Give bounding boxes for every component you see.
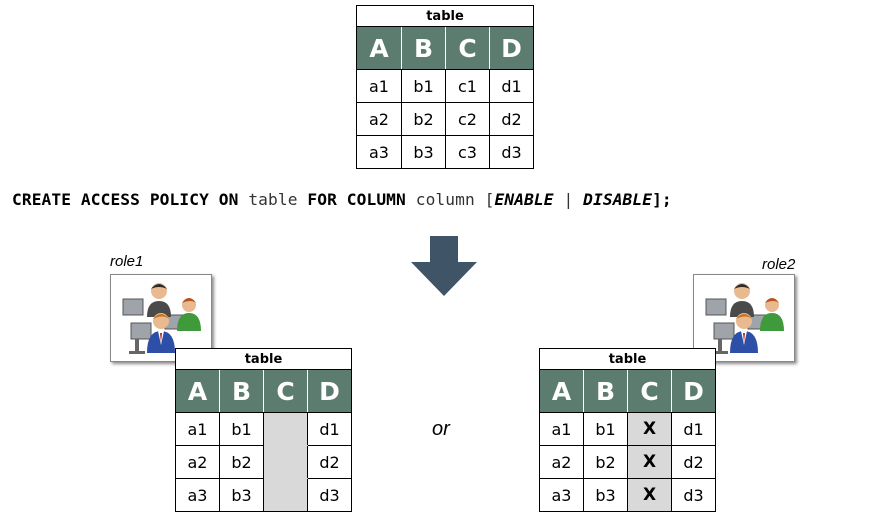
role2-avatar — [693, 274, 795, 362]
table-cell: b2 — [219, 445, 264, 479]
table-cell: d3 — [306, 478, 353, 512]
sql-option-enable: ENABLE — [494, 190, 554, 209]
table-row: a1 b1 c1 d1 — [356, 69, 535, 103]
sql-bracket-open: [ — [484, 190, 495, 209]
role1-avatar — [110, 274, 212, 362]
table-cell: c1 — [445, 69, 490, 103]
source-table: table A B C D a1 b1 c1 d1 a2 b2 c2 d2 a3… — [355, 5, 535, 169]
table-cell: a3 — [175, 478, 220, 512]
role1-result-table: table A B C D a1 b1 d1 a2 b2 d2 a3 b3 d3 — [174, 348, 353, 512]
table-row: a2 b2 X d2 — [539, 445, 717, 479]
role2-header-d: D — [670, 369, 717, 413]
sql-option-disable: DISABLE — [583, 190, 653, 209]
source-header-b: B — [401, 26, 446, 70]
table-cell: d1 — [488, 69, 535, 103]
or-label: or — [432, 418, 450, 440]
sql-table-placeholder: table — [248, 190, 298, 209]
table-row: a3 b3 X d3 — [539, 478, 717, 512]
source-header-c: C — [445, 26, 490, 70]
table-cell: b2 — [583, 445, 628, 479]
table-cell: a2 — [356, 102, 402, 136]
table-row: a3 b3 c3 d3 — [356, 135, 535, 169]
table-row: a2 b2 c2 d2 — [356, 102, 535, 136]
sql-statement: CREATE ACCESS POLICY ON table FOR COLUMN… — [12, 190, 672, 209]
down-arrow-icon — [411, 236, 477, 296]
table-cell: d3 — [488, 135, 535, 169]
masked-cell: X — [627, 445, 672, 479]
users-at-computers-icon — [705, 283, 784, 354]
role1-header-b: B — [219, 369, 264, 413]
table-cell: d2 — [306, 445, 353, 479]
source-table-caption: table — [355, 5, 535, 27]
table-cell: b2 — [401, 102, 446, 136]
source-header-d: D — [488, 26, 535, 70]
table-cell: c3 — [445, 135, 490, 169]
source-header-a: A — [356, 26, 402, 70]
users-at-computers-icon — [122, 283, 201, 354]
table-cell: a3 — [539, 478, 584, 512]
table-cell: d1 — [306, 412, 353, 446]
table-row: a1 b1 X d1 — [539, 412, 717, 446]
table-cell: b1 — [583, 412, 628, 446]
role2-label: role2 — [762, 256, 796, 273]
table-row: a1 b1 d1 — [175, 412, 353, 446]
table-row: a2 b2 d2 — [175, 445, 353, 479]
table-cell: a1 — [539, 412, 584, 446]
table-cell: d2 — [670, 445, 717, 479]
table-cell: d2 — [488, 102, 535, 136]
table-cell: d3 — [670, 478, 717, 512]
role2-header-b: B — [583, 369, 628, 413]
table-cell: a1 — [356, 69, 402, 103]
table-cell: b1 — [401, 69, 446, 103]
table-cell: b3 — [401, 135, 446, 169]
role2-result-table: table A B C D a1 b1 X d1 a2 b2 X d2 a3 b… — [538, 348, 717, 512]
table-cell: b3 — [219, 478, 264, 512]
table-cell: c2 — [445, 102, 490, 136]
masked-cell — [263, 412, 308, 446]
table-cell: a2 — [539, 445, 584, 479]
table-cell: b3 — [583, 478, 628, 512]
sql-separator: | — [553, 190, 584, 209]
masked-cell — [263, 445, 308, 479]
masked-cell: X — [627, 412, 672, 446]
table-cell: d1 — [670, 412, 717, 446]
masked-cell: X — [627, 478, 672, 512]
role1-header-a: A — [175, 369, 220, 413]
sql-column-placeholder: column — [415, 190, 475, 209]
role2-header-c: C — [627, 369, 672, 413]
role1-header-c: C — [263, 369, 308, 413]
table-cell: b1 — [219, 412, 264, 446]
table-cell: a1 — [175, 412, 220, 446]
role1-label: role1 — [110, 253, 144, 270]
table-cell: a3 — [356, 135, 402, 169]
role2-table-caption: table — [538, 348, 717, 370]
table-row: a3 b3 d3 — [175, 478, 353, 512]
role2-header-a: A — [539, 369, 584, 413]
masked-cell — [263, 478, 308, 512]
sql-bracket-close: ]; — [652, 190, 672, 209]
table-cell: a2 — [175, 445, 220, 479]
role1-header-d: D — [306, 369, 353, 413]
sql-keyword-create: CREATE ACCESS POLICY ON — [12, 190, 239, 209]
sql-keyword-for-column: FOR COLUMN — [307, 190, 406, 209]
role1-table-caption: table — [174, 348, 353, 370]
